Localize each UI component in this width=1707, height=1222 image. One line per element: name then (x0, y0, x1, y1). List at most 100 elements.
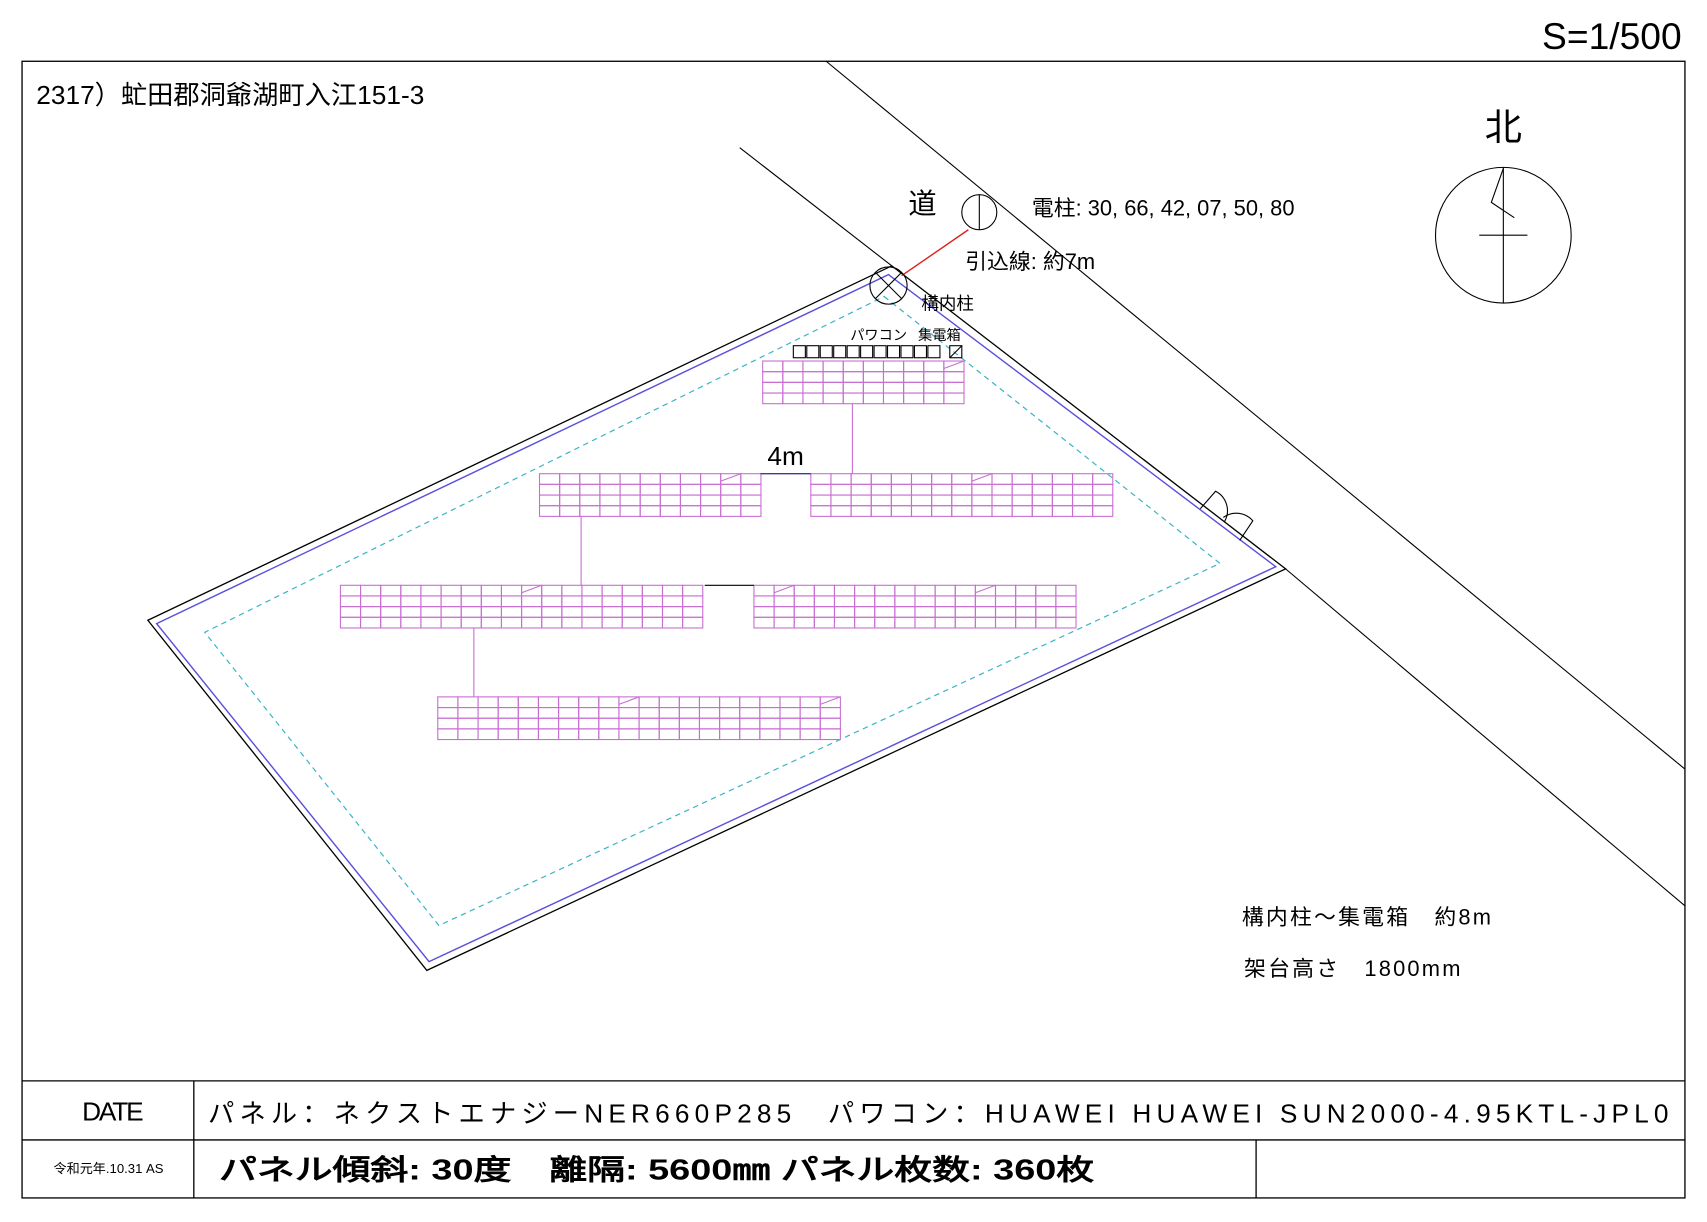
spec-installation: パネル傾斜: 30度 離隔: 5600㎜ パネル枚数: 360枚 (219, 1154, 1095, 1186)
solar-panel (719, 696, 741, 709)
solar-panel (698, 728, 721, 741)
solar-panel (639, 494, 661, 507)
solar-panel (460, 616, 482, 629)
solar-panel (541, 616, 563, 629)
pcs-unit-icon (900, 345, 914, 359)
solar-panel (862, 381, 885, 394)
solar-panel (830, 494, 852, 507)
solar-panel (579, 473, 601, 485)
solar-panel (854, 595, 876, 608)
solar-panel (682, 616, 704, 629)
solar-panel (882, 360, 905, 373)
solar-panel (850, 505, 872, 517)
solar-panel (719, 706, 741, 719)
solar-panel (661, 616, 684, 629)
solar-panel (659, 494, 681, 507)
solar-panel (782, 381, 804, 394)
solar-panel (991, 483, 1013, 496)
solar-panel (931, 483, 953, 496)
solar-panel (931, 473, 953, 485)
road-edge-line (825, 60, 1686, 770)
solar-panel (380, 606, 402, 618)
service-line-label: 引込線: 約7m (965, 249, 1095, 274)
solar-panel (931, 505, 953, 517)
solar-panel (773, 606, 795, 618)
solar-panel (541, 584, 563, 597)
lot-inner-boundary (155, 273, 1278, 963)
solar-panel (951, 505, 973, 517)
solar-panel (943, 371, 965, 383)
solar-panel (890, 494, 913, 507)
solar-panel (641, 595, 664, 608)
solar-panel (659, 483, 681, 496)
solar-panel (700, 483, 722, 496)
solar-panel (1015, 606, 1037, 618)
utility-pole-label: 電柱: 30, 66, 42, 07, 50, 80 (1032, 196, 1295, 221)
solar-panel (822, 381, 844, 394)
solar-panel (1092, 483, 1114, 496)
note-mount-height: 架台高さ 1800mm (1244, 956, 1463, 981)
solar-panel (679, 505, 702, 517)
solar-panel (538, 505, 561, 517)
solar-panel (810, 473, 832, 485)
solar-panel (753, 584, 775, 597)
solar-panel (819, 728, 841, 741)
solar-panel (782, 392, 804, 405)
solar-panel (559, 473, 581, 485)
solar-panel (679, 483, 702, 496)
solar-panel (793, 595, 815, 608)
solar-panel (678, 706, 701, 719)
solar-panel (850, 483, 872, 496)
solar-panel (740, 483, 762, 496)
solar-panel (619, 505, 641, 517)
solar-panel (480, 616, 502, 629)
solar-panel (762, 392, 784, 405)
solar-panel (943, 381, 965, 394)
solar-panel (497, 706, 519, 719)
solar-panel (739, 696, 761, 709)
panel-array (810, 473, 1114, 517)
solar-panel (638, 706, 660, 719)
solar-panel (599, 473, 621, 485)
solar-panel (974, 616, 997, 629)
solar-panel (538, 494, 561, 507)
solar-panel (762, 381, 784, 394)
solar-panel (890, 505, 913, 517)
solar-panel (1011, 494, 1033, 507)
solar-panel (457, 696, 479, 709)
solar-panel (579, 505, 601, 517)
solar-panel (638, 696, 660, 709)
solar-panel (974, 606, 997, 618)
solar-panel (1031, 505, 1053, 517)
solar-panel (437, 717, 459, 730)
service-drop-line (901, 229, 969, 277)
solar-panel (400, 595, 422, 608)
solar-panel (521, 616, 543, 629)
solar-panel (934, 616, 956, 629)
solar-panel (934, 595, 956, 608)
pcs-unit-icon (860, 345, 874, 359)
solar-panel (1071, 494, 1094, 507)
solar-panel (420, 584, 442, 597)
solar-panel (762, 371, 784, 383)
solar-panel (457, 717, 479, 730)
string-marker (618, 696, 640, 705)
solar-panel (739, 728, 761, 741)
solar-panel (923, 392, 945, 405)
solar-panel (659, 473, 681, 485)
solar-panel (830, 483, 852, 496)
solar-panel (400, 616, 422, 629)
solar-panel (517, 706, 539, 719)
solar-panel (558, 728, 580, 741)
solar-panel (601, 595, 623, 608)
solar-panel (914, 616, 936, 629)
solar-panel (1092, 505, 1114, 517)
solar-panel (830, 473, 852, 485)
solar-panel (598, 696, 620, 709)
solar-panel (561, 595, 583, 608)
solar-panel (1031, 473, 1053, 485)
solar-panel (810, 505, 832, 517)
solar-panel (923, 360, 945, 373)
solar-panel (954, 595, 976, 608)
solar-panel (813, 606, 836, 618)
